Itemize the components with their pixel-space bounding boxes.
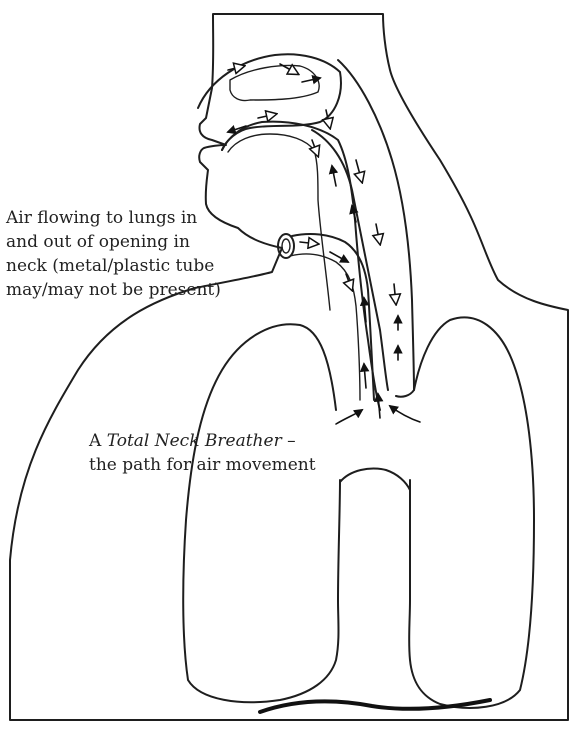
stoma-label: Air flowing to lungs in and out of openi…	[5, 208, 221, 300]
trachea-inner	[290, 254, 360, 400]
left-lung	[183, 324, 340, 702]
stoma-label-line: neck (metal/plastic tube	[6, 256, 214, 276]
nasal-cavity-inner	[230, 66, 319, 101]
mouth-cavity	[222, 122, 380, 410]
caption-prefix: A	[88, 431, 107, 451]
oesophagus	[338, 60, 414, 397]
stoma-opening	[278, 234, 294, 258]
stoma-label-line: and out of opening in	[6, 232, 190, 252]
stoma-label-line: Air flowing to lungs in	[5, 208, 197, 228]
caption-line2: the path for air movement	[89, 455, 316, 475]
caption-suffix: –	[282, 431, 296, 451]
airflow-arrows-solid	[228, 78, 420, 424]
right-lung	[409, 317, 534, 708]
body-outline	[10, 14, 568, 720]
stoma-label-line: may/may not be present)	[6, 280, 221, 300]
caption-emphasis: Total Neck Breather	[107, 431, 283, 451]
stoma-tube-inner	[282, 239, 290, 253]
diagram-caption: A Total Neck Breather – the path for air…	[88, 431, 316, 475]
heart-region	[340, 469, 410, 491]
diaphragm	[260, 700, 490, 712]
tongue	[228, 134, 330, 310]
trachea	[292, 234, 374, 400]
